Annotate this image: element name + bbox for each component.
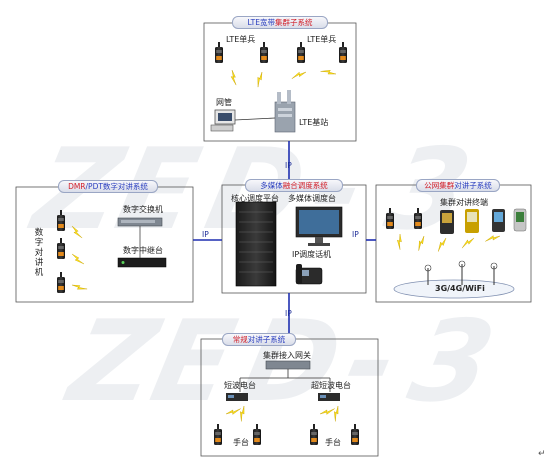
center-subsystem-title: 多媒体融合调度系统 — [245, 179, 343, 192]
dmr-vertical-label: 数字对讲机 — [34, 228, 44, 278]
ip-phone-icon — [295, 264, 323, 285]
public-terminal-icons — [386, 208, 527, 234]
paragraph-mark: ↵ — [538, 449, 546, 459]
handset-label-right: 手台 — [325, 438, 341, 447]
lte-wireless-bolts — [226, 65, 337, 88]
ip-phone-label: IP调度话机 — [292, 250, 332, 259]
lte-basestation-icon — [274, 90, 296, 133]
shortwave-radio-icon — [226, 393, 248, 401]
digital-switch-label: 数字交换机 — [123, 205, 163, 214]
lte-title-red: 集群子系统 — [274, 18, 313, 27]
conventional-title-red: 常规 — [232, 335, 248, 344]
public-title-blue: 对讲子系统 — [454, 181, 492, 190]
gateway-icon — [239, 360, 331, 392]
lte-terminal-label-left: LTE单兵 — [226, 35, 256, 44]
ip-label-bottom: IP — [285, 309, 292, 318]
lte-terminal-label-right: LTE单兵 — [307, 35, 337, 44]
center-title-red: 融合调度系统 — [282, 181, 328, 190]
ip-links — [193, 141, 376, 339]
core-platform-rack-icon — [235, 201, 277, 287]
netmgmt-computer-icon — [210, 109, 276, 132]
multimedia-console-monitor-icon — [295, 206, 343, 246]
ip-label-top: IP — [285, 161, 292, 170]
public-subsystem-title: 公网集群对讲子系统 — [416, 179, 500, 192]
public-title-red: 公网集群 — [424, 181, 455, 190]
dmr-title-red: DMR — [68, 182, 86, 191]
public-network-label: 3G/4G/WiFi — [435, 284, 485, 293]
digital-repeater-label: 数字中继台 — [123, 246, 163, 255]
ip-label-left: IP — [202, 230, 209, 239]
lte-handset-icons — [215, 42, 347, 63]
basestation-label: LTE基站 — [299, 118, 329, 127]
handset-label-left: 手台 — [233, 438, 249, 447]
ultrashortwave-radio-icon — [318, 393, 340, 401]
lte-subsystem-title: LTE宽带集群子系统 — [232, 16, 328, 29]
digital-switch-icon — [117, 217, 163, 227]
wireless-cloud-icon — [393, 260, 515, 299]
conventional-title-blue: 对讲子系统 — [247, 335, 286, 344]
dmr-handset-icons — [57, 210, 65, 293]
gateway-label: 集群接入网关 — [263, 351, 311, 360]
center-title-blue: 多媒体 — [260, 181, 283, 190]
public-terminals-label: 集群对讲终端 — [440, 198, 488, 207]
netmgmt-label: 网管 — [216, 98, 232, 107]
dmr-title-blue: /PDT数字对讲系统 — [85, 182, 148, 191]
dmr-subsystem-title: DMR/PDT数字对讲系统 — [58, 180, 158, 193]
ip-label-right: IP — [352, 230, 359, 239]
shortwave-label: 短波电台 — [224, 381, 256, 390]
core-platform-label: 核心调度平台 — [231, 194, 279, 203]
ultrashortwave-label: 超短波电台 — [311, 381, 351, 390]
lte-title-blue: LTE宽带 — [247, 18, 275, 27]
digital-repeater-icon — [117, 226, 167, 268]
svg-text:3: 3 — [399, 296, 505, 427]
conventional-subsystem-title: 常规对讲子系统 — [222, 333, 296, 346]
multimedia-console-label: 多媒体调度台 — [288, 194, 336, 203]
